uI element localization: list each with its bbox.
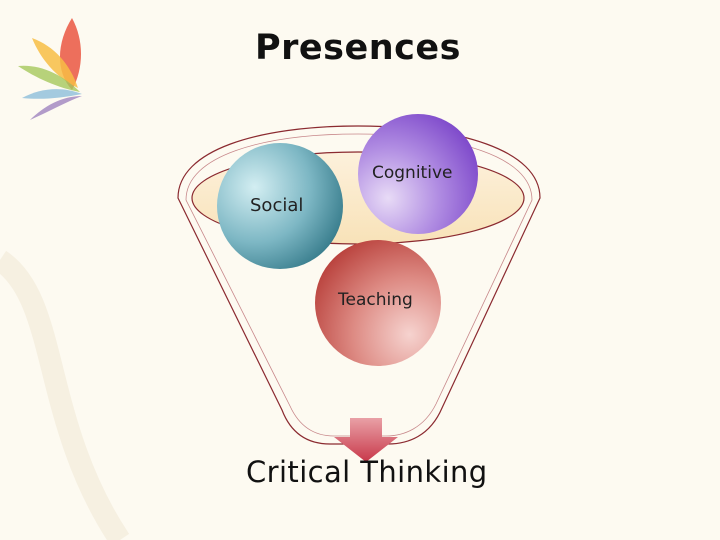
cognitive-circle (358, 114, 478, 234)
teaching-label: Teaching (338, 290, 413, 310)
funnel-outline (177, 125, 541, 445)
down-arrow-icon (334, 418, 398, 462)
leaf-logo-icon (18, 18, 82, 120)
social-circle (217, 143, 343, 269)
outcome-label: Critical Thinking (246, 455, 488, 489)
slide-title: Presences (255, 28, 461, 68)
teaching-circle (315, 240, 441, 366)
social-label: Social (250, 195, 304, 216)
cognitive-label: Cognitive (372, 163, 453, 183)
